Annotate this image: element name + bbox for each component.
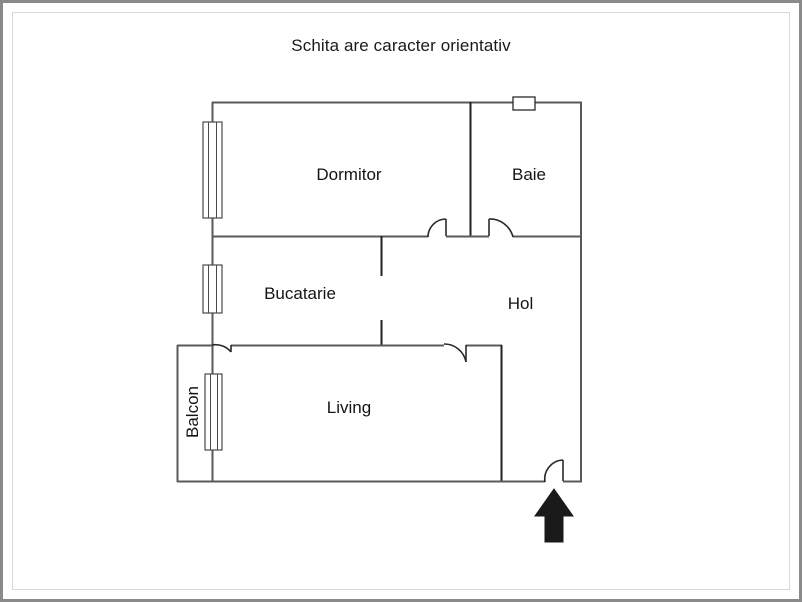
door-baie-hol	[488, 218, 514, 238]
room-label-living: Living	[326, 398, 372, 417]
windows-group	[202, 96, 536, 451]
door-living-hol	[443, 343, 467, 363]
page-title: Schita are caracter orientativ	[291, 36, 511, 55]
room-label-baie: Baie	[511, 165, 547, 184]
room-label-balcon: Balcon	[183, 386, 202, 438]
room-label-bucatarie: Bucatarie	[264, 284, 336, 303]
room-label-hol: Hol	[507, 294, 534, 313]
window-balcon	[204, 373, 223, 451]
door-entrance	[543, 459, 564, 483]
window-bucatarie	[202, 264, 223, 314]
doors-group	[211, 218, 564, 483]
window-dormitor	[202, 121, 223, 219]
door-dormitor-hol	[427, 218, 447, 238]
walls-group	[176, 101, 582, 483]
room-label-dormitor: Dormitor	[316, 165, 382, 184]
entrance-arrow	[534, 488, 574, 543]
door-balcon-living	[211, 343, 232, 353]
window-baie	[512, 96, 536, 111]
page-inner-border	[12, 12, 790, 590]
